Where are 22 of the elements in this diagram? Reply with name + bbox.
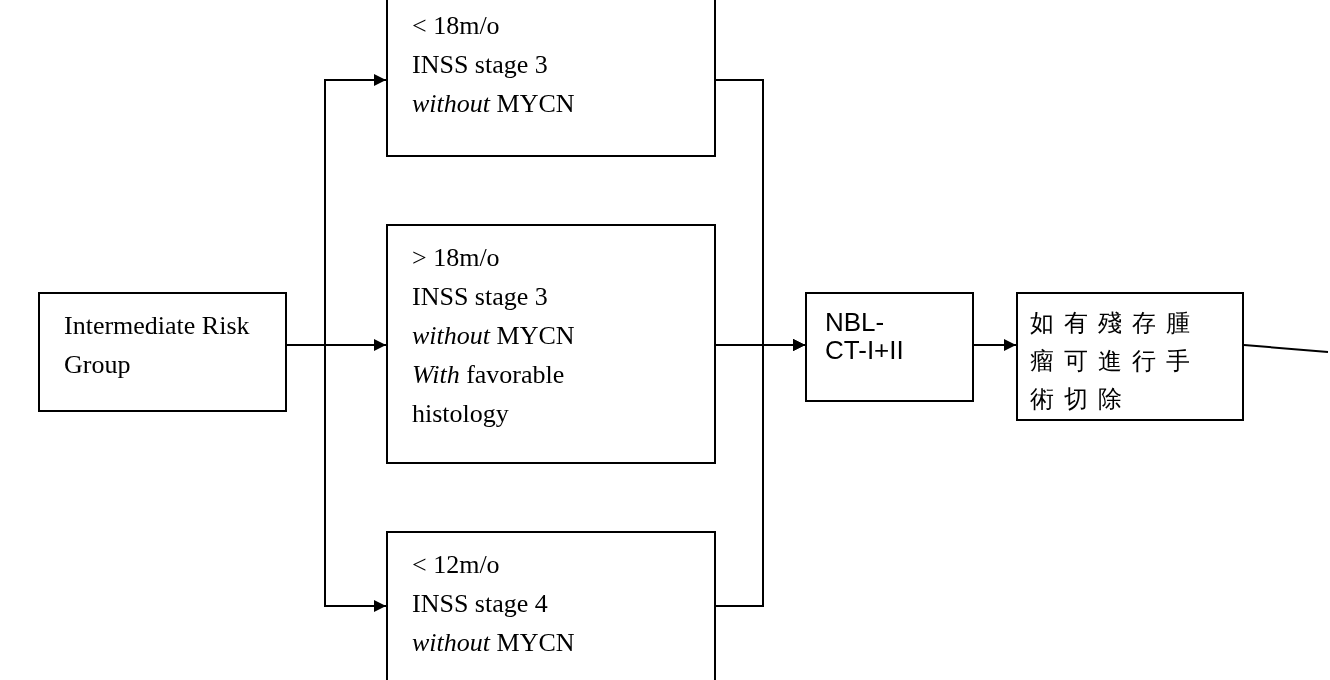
- arrow: [973, 339, 1017, 351]
- criteria-box: [386, 224, 716, 464]
- node-text: INSS stage 3: [412, 49, 549, 81]
- process-box: [38, 292, 287, 412]
- arrow: [286, 344, 387, 612]
- node-text: > 18m/o: [412, 242, 501, 274]
- node-text: without MYCN: [412, 627, 576, 659]
- node-text: INSS stage 4: [412, 588, 549, 620]
- node-text: NBL-CT-I+II: [825, 308, 905, 364]
- node-text: without MYCN: [412, 88, 576, 120]
- criteria-box: [386, 531, 716, 680]
- arrow: [715, 339, 806, 607]
- node-text: 如有殘存腫瘤可進行手術切除: [1030, 308, 1201, 415]
- node-text: without MYCN: [412, 320, 576, 352]
- criteria-box: [386, 0, 716, 157]
- node-text: INSS stage 3: [412, 281, 549, 313]
- process-box: [1016, 292, 1244, 421]
- node-text: < 12m/o: [412, 549, 501, 581]
- node-text: With favorable histology: [412, 359, 566, 430]
- node-text: Intermediate Risk Group: [64, 310, 251, 381]
- process-box: [805, 292, 974, 402]
- node-text: < 18m/o: [412, 10, 501, 42]
